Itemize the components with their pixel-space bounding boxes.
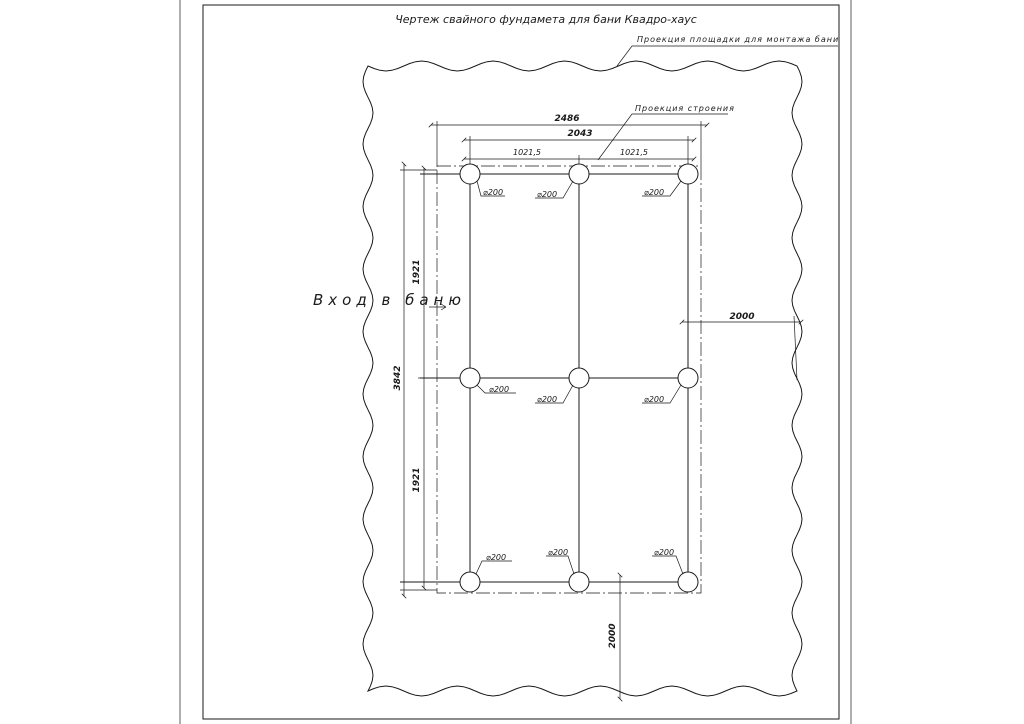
pile [677,367,699,389]
pile-diameter-label: ⌀200 [548,548,568,557]
building-projection [436,165,702,594]
top-dimensions [428,121,710,166]
pile [677,571,699,593]
pile-diameter-label: ⌀200 [483,188,503,197]
pile [459,367,481,389]
pile-label-leaders [475,180,684,575]
left-dimensions [400,161,437,599]
dimension-lower-span: 1921 [412,467,422,492]
building-projection-leader [597,113,728,161]
pile-diameter-label: ⌀200 [644,395,664,404]
dimension-left-span: 1021,5 [513,148,541,157]
dimension-overall-width: 2486 [554,114,579,124]
pile-diameter-label: ⌀200 [486,553,506,562]
pile [568,163,590,185]
pile-diameter-label: ⌀200 [644,188,664,197]
dimension-side-clearance: 2000 [729,312,754,322]
sheet-frame [202,4,840,720]
dimension-overall-length: 3842 [393,365,403,390]
pile [568,571,590,593]
pile [568,367,590,389]
dimension-front-clearance: 2000 [608,623,618,648]
site-projection-note: Проекция площадки для монтажа бани [637,35,839,44]
dimension-axes-width: 2043 [567,129,592,139]
entrance-label: Вход в баню [313,291,466,309]
drawing-title: Чертеж свайного фундамета для бани Квадр… [395,13,697,26]
dimension-right-span: 1021,5 [620,148,648,157]
pile-diameter-label: ⌀200 [654,548,674,557]
pile-diameter-label: ⌀200 [537,395,557,404]
entrance-arrow [429,303,447,311]
pile-diameter-label: ⌀200 [489,385,509,394]
pile-diameter-label: ⌀200 [537,190,557,199]
site-projection-leader [616,45,838,67]
pile [459,571,481,593]
building-projection-note: Проекция строения [635,104,735,113]
site-projection-boundary [362,60,803,697]
dimension-upper-span: 1921 [412,259,422,284]
side-clearance-dimension [679,315,804,381]
